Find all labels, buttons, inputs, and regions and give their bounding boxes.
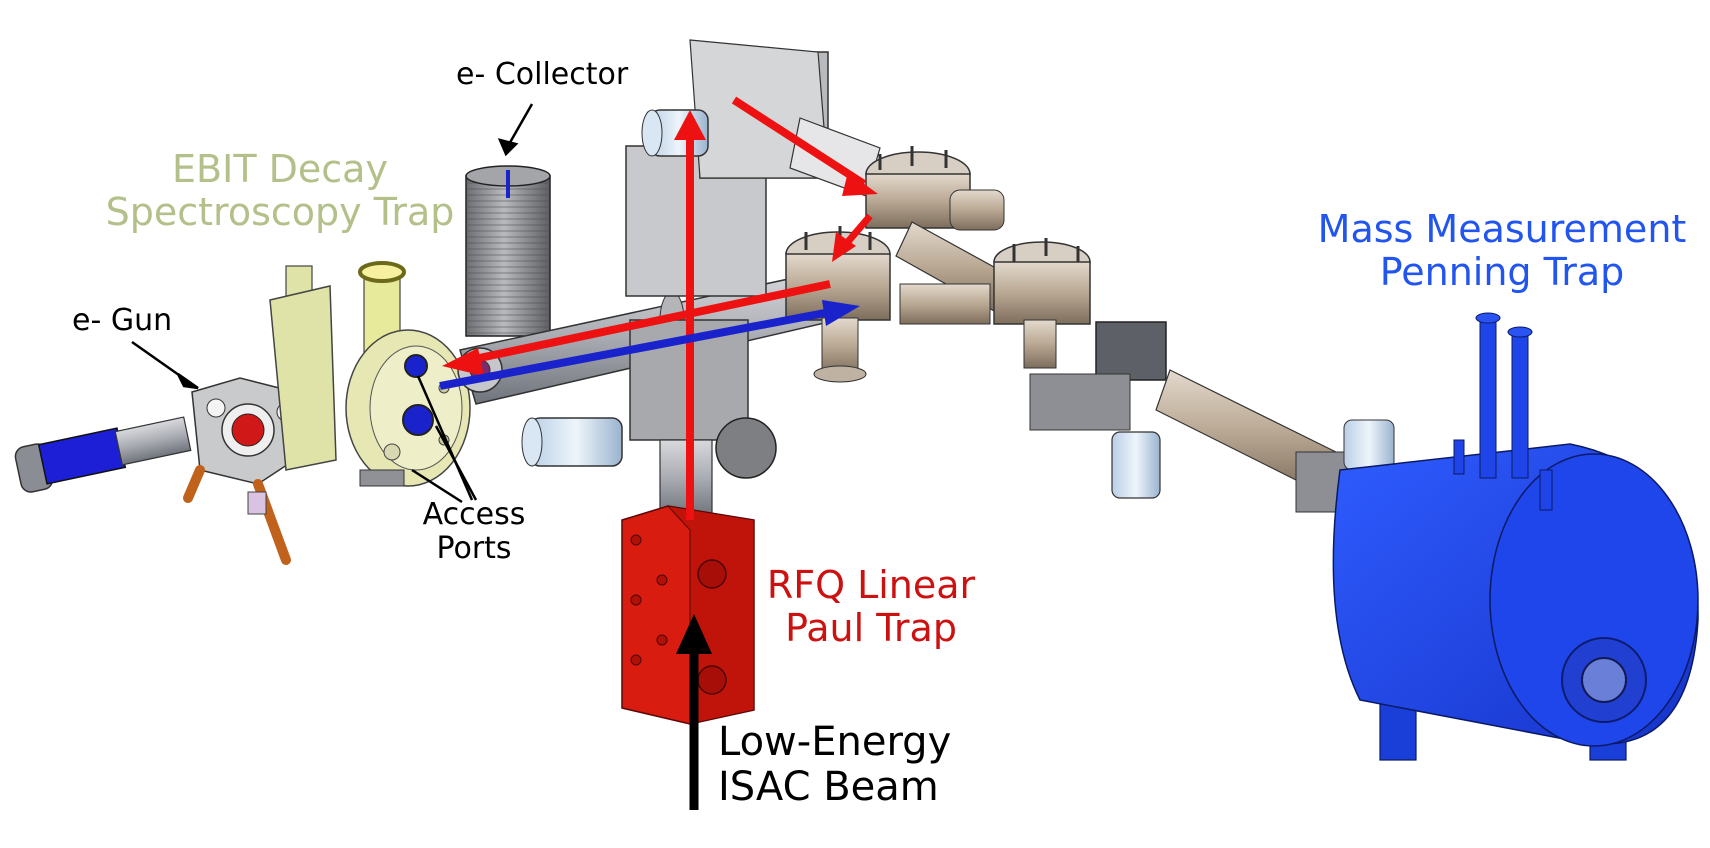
- mass-measurement-penning-trap-label: Mass Measurement Penning Trap: [1302, 208, 1702, 293]
- red-beam-diagonal: [731, 96, 867, 188]
- access-ports-line-1: Access: [422, 497, 526, 532]
- isac-beam-arrow-head: [676, 614, 712, 654]
- ebit-decay-spectroscopy-trap-label: EBIT Decay Spectroscopy Trap: [100, 148, 460, 233]
- vacuum-chambers: [785, 146, 1091, 383]
- beam-label-line-1: Low-Energy: [718, 719, 952, 765]
- access-ports-leader-3: [411, 468, 463, 504]
- ebit-trap-body: [269, 261, 471, 487]
- ebit-label-line-2: Spectroscopy Trap: [105, 189, 455, 234]
- e-collector-cylinder: [465, 165, 551, 337]
- red-beam-vertical-head: [674, 110, 706, 140]
- access-ports-line-2: Ports: [436, 530, 512, 566]
- red-beam-short: [843, 213, 873, 247]
- penning-label-line-2: Penning Trap: [1379, 249, 1625, 294]
- red-beam-to-ebit: [469, 280, 831, 364]
- e-collector-label: e- Collector: [456, 57, 629, 92]
- ebit-label-line-1: EBIT Decay: [172, 147, 388, 191]
- beam-label-line-2: ISAC Beam: [718, 763, 939, 810]
- beam-arrows: [439, 96, 878, 810]
- rfq-label-line-1: RFQ Linear: [766, 563, 976, 607]
- blue-beam-to-penning-head: [822, 300, 860, 326]
- red-beam-short-head: [832, 232, 856, 262]
- e-gun-label: e- Gun: [72, 303, 173, 338]
- e-gun-leader-head: [176, 372, 199, 390]
- e-gun-assembly: [14, 377, 303, 565]
- rfq-trap-body: [621, 505, 755, 725]
- rfq-label-line-2: Paul Trap: [785, 605, 957, 650]
- access-ports-leader-2: [434, 425, 478, 501]
- access-ports-label: Access Ports: [414, 498, 534, 565]
- e-collector-leader: [506, 103, 534, 147]
- label-leaders: [131, 103, 534, 504]
- rfq-linear-paul-trap-label: RFQ Linear Paul Trap: [756, 564, 986, 649]
- red-beam-to-ebit-head: [442, 348, 484, 376]
- penning-label-line-1: Mass Measurement: [1317, 207, 1687, 251]
- e-collector-leader-head: [497, 138, 519, 157]
- blue-beam-to-penning: [439, 308, 831, 390]
- access-ports-leader-1: [416, 375, 474, 501]
- red-beam-diagonal-head: [842, 172, 878, 196]
- e-gun-leader: [131, 340, 187, 382]
- penning-trap-magnet: [1332, 312, 1699, 761]
- low-energy-isac-beam-label: Low-Energy ISAC Beam: [718, 720, 951, 810]
